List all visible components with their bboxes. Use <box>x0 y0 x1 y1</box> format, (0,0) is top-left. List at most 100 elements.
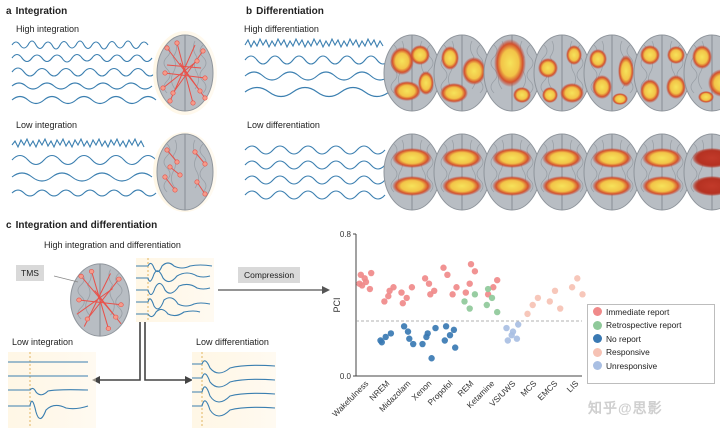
data-point <box>551 287 559 294</box>
data-point <box>579 291 586 298</box>
data-point <box>382 333 389 341</box>
data-point <box>427 291 434 298</box>
data-point <box>381 298 388 305</box>
data-point <box>378 339 385 346</box>
high-differentiation-brain <box>583 34 641 112</box>
activation-hotspot <box>692 176 720 196</box>
data-point <box>494 276 501 284</box>
data-point <box>386 287 393 294</box>
activation-hotspot <box>592 176 632 196</box>
activation-hotspot <box>566 45 582 65</box>
activation-hotspot <box>440 83 468 103</box>
legend-label: Unresponsive <box>606 360 658 371</box>
data-point <box>400 323 408 330</box>
y-axis-label: PCI <box>332 297 342 312</box>
data-point <box>466 280 473 287</box>
panel-b-letter: b <box>246 6 253 17</box>
watermark: 知乎@思影 <box>588 400 663 416</box>
high-differentiation-waves <box>244 37 390 98</box>
data-point <box>425 280 433 287</box>
activation-hotspot <box>494 39 526 87</box>
high-integration-label: High integration <box>16 24 80 34</box>
data-point <box>419 340 426 348</box>
high-differentiation-brain-row <box>383 34 720 112</box>
legend-item-no-report: No report <box>588 332 714 346</box>
low-integration-waves <box>11 137 157 197</box>
activation-hotspot <box>392 148 432 168</box>
low-differentiation-waves <box>244 145 386 200</box>
data-point <box>574 275 581 282</box>
x-tick-label: LIS <box>565 378 581 394</box>
high-integration-brain <box>153 31 217 115</box>
legend-item-unresponsive: Unresponsive <box>588 359 714 373</box>
data-point <box>385 292 392 300</box>
pci-chart: 0.80.0PCIWakefulnessNREMMidazolamXenonPr… <box>330 230 586 419</box>
data-point <box>467 260 475 268</box>
y-tick-label: 0.8 <box>340 230 352 239</box>
low-differentiation-brain <box>533 133 591 211</box>
data-point <box>453 284 460 291</box>
activation-hotspot <box>642 148 682 168</box>
activation-hotspot <box>410 45 430 65</box>
activation-hotspot <box>462 57 486 85</box>
panel-c-title-text: Integration and differentiation <box>15 220 158 231</box>
data-point <box>524 310 531 318</box>
data-point <box>503 324 510 332</box>
activation-hotspot <box>441 46 459 70</box>
activation-hotspot <box>692 45 712 69</box>
data-point <box>366 285 374 293</box>
activation-hotspot <box>698 91 714 103</box>
data-point <box>432 324 439 332</box>
high-differentiation-brain <box>383 34 441 112</box>
data-point <box>441 337 448 344</box>
high-differentiation-brain <box>433 34 491 112</box>
data-point <box>399 300 406 307</box>
legend-label: Immediate report <box>606 306 670 317</box>
data-point <box>449 291 456 298</box>
activation-hotspot <box>392 176 432 196</box>
panel-a-letter: a <box>6 6 12 17</box>
data-point <box>440 264 447 271</box>
activation-hotspot <box>708 69 720 97</box>
data-point <box>408 284 416 291</box>
low-differentiation-brain <box>583 133 641 211</box>
data-point <box>488 294 496 302</box>
low-integration-label: Low integration <box>16 120 78 130</box>
x-tick-label: Wakefulness <box>330 378 370 418</box>
activation-hotspot <box>492 176 532 196</box>
activation-hotspot <box>612 93 628 105</box>
data-point <box>424 330 431 337</box>
activation-hotspot <box>692 148 720 168</box>
activation-hotspot <box>642 176 682 196</box>
data-point <box>410 340 417 348</box>
activation-hotspot <box>542 87 558 103</box>
activation-hotspot <box>418 71 434 95</box>
activation-hotspot <box>492 148 532 168</box>
data-point <box>452 344 459 351</box>
activation-hotspot <box>592 148 632 168</box>
compression-label: Compression <box>238 267 301 283</box>
activation-hotspot <box>442 176 482 196</box>
data-point <box>450 326 458 334</box>
panel-b-title-text: Differentiation <box>256 6 324 17</box>
data-point <box>404 328 412 335</box>
activation-hotspot <box>592 75 612 99</box>
high-differentiation-label: High differentiation <box>244 24 319 34</box>
activation-hotspot <box>640 45 660 65</box>
data-point <box>358 282 366 289</box>
legend-label: Responsive <box>606 347 650 358</box>
low-integration-brain <box>153 132 217 212</box>
data-point <box>403 294 410 302</box>
data-point <box>484 285 492 293</box>
activation-hotspot <box>538 58 558 78</box>
activation-hotspot <box>589 49 607 69</box>
low-differentiation-brain <box>633 133 691 211</box>
data-point <box>461 298 468 305</box>
low-integration-traces <box>8 352 96 428</box>
data-point <box>357 271 364 279</box>
data-point <box>398 289 405 296</box>
tms-pointer <box>53 275 79 283</box>
